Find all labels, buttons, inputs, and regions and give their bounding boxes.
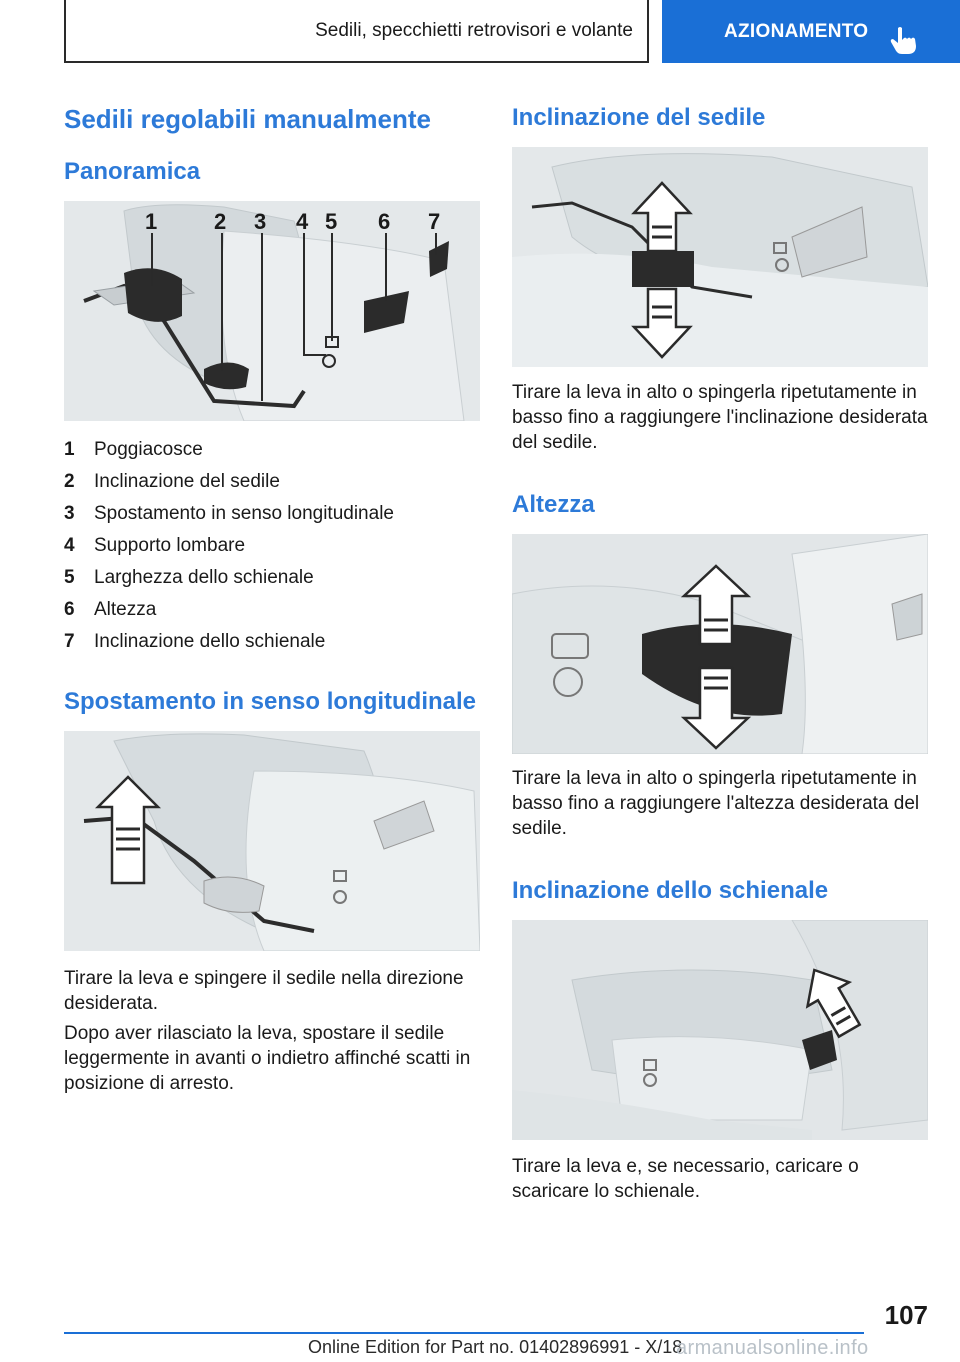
figure-label-4: 4 [296, 209, 309, 234]
item-number: 2 [64, 471, 75, 492]
longitudinal-paragraph-2: Dopo aver rilasciato la leva, spostare i… [64, 1023, 471, 1094]
header-section-title: Sedili, specchietti retrovisori e volant… [64, 0, 649, 63]
list-item: 5 Larghezza dello schienale [64, 562, 484, 594]
item-label: Supporto lombare [94, 535, 246, 556]
backrest-figure [512, 920, 928, 1140]
figure-label-1: 1 [145, 209, 157, 234]
item-number: 5 [64, 567, 75, 588]
section-title-text: Sedili, specchietti retrovisori e volant… [315, 19, 633, 41]
height-heading: Altezza [512, 491, 595, 518]
item-label: Poggiacosce [94, 439, 203, 460]
header-chapter-tab: AZIONAMENTO [662, 0, 960, 63]
item-number: 4 [64, 535, 75, 556]
item-label: Spostamento in senso longitudinale [94, 503, 394, 524]
item-number: 3 [64, 503, 75, 524]
seat-overview-figure: 1 2 3 4 5 6 7 [64, 201, 480, 421]
pointing-hand-icon [890, 27, 916, 54]
height-paragraph: Tirare la leva in alto o spingerla ripet… [512, 768, 920, 839]
longitudinal-heading: Spostamento in senso longitudinale [64, 688, 477, 715]
figure-label-2: 2 [214, 209, 226, 234]
list-item: 6 Altezza [64, 594, 484, 626]
item-label: Inclinazione dello schienale [94, 631, 326, 652]
item-label: Altezza [94, 599, 157, 620]
edition-text: Online Edition for Part no. 01402896991 … [308, 1337, 683, 1357]
height-figure [512, 534, 928, 754]
chapter-title: AZIONAMENTO [724, 20, 869, 42]
backrest-heading: Inclinazione dello schienale [512, 877, 829, 904]
list-item: 3 Spostamento in senso longitudinale [64, 498, 484, 530]
list-item: 4 Supporto lombare [64, 530, 484, 562]
item-number: 7 [64, 631, 75, 652]
item-label: Inclinazione del sedile [94, 471, 280, 492]
overview-heading: Panoramica [64, 158, 201, 185]
footer-divider [64, 1332, 864, 1334]
figure-label-3: 3 [254, 209, 266, 234]
item-number: 6 [64, 599, 75, 620]
watermark-text: armanualsonline.info [676, 1337, 869, 1359]
figure-label-7: 7 [428, 209, 440, 234]
list-item: 1 Poggiacosce [64, 434, 484, 466]
backrest-paragraph: Tirare la leva e, se necessario, caricar… [512, 1156, 859, 1202]
list-item: 7 Inclinazione dello schienale [64, 626, 484, 658]
seat-tilt-paragraph: Tirare la leva in alto o spingerla ripet… [512, 382, 928, 453]
figure-label-5: 5 [325, 209, 337, 234]
item-number: 1 [64, 439, 75, 460]
item-label: Larghezza dello schienale [94, 567, 314, 588]
longitudinal-paragraph-1: Tirare la leva e spingere il sedile nell… [64, 968, 464, 1014]
list-item: 2 Inclinazione del sedile [64, 466, 484, 498]
seat-tilt-heading: Inclinazione del sedile [512, 104, 766, 131]
page-number: 107 [884, 1300, 928, 1330]
longitudinal-figure [64, 731, 480, 951]
main-heading: Sedili regolabili manualmente [64, 104, 431, 134]
seat-tilt-figure [512, 147, 928, 367]
figure-label-6: 6 [378, 209, 390, 234]
